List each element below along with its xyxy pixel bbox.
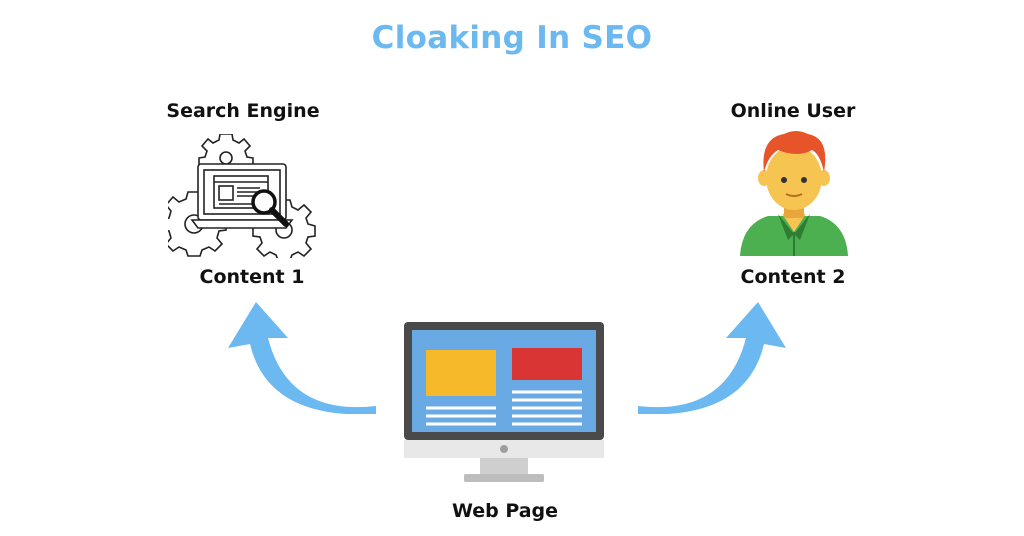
content-2-label: Content 2 [740, 266, 846, 288]
user-avatar-icon [740, 131, 848, 256]
arrow-to-content-1-icon [228, 302, 376, 414]
arrow-to-content-2-icon [638, 302, 786, 414]
diagram-title: Cloaking In SEO [371, 20, 653, 56]
online-user-label: Online User [730, 100, 856, 122]
search-engine-label: Search Engine [166, 100, 320, 122]
search-engine-gears-icon [168, 134, 316, 258]
content-1-label: Content 1 [199, 266, 305, 288]
web-page-label: Web Page [451, 500, 559, 522]
monitor-icon [404, 322, 604, 482]
